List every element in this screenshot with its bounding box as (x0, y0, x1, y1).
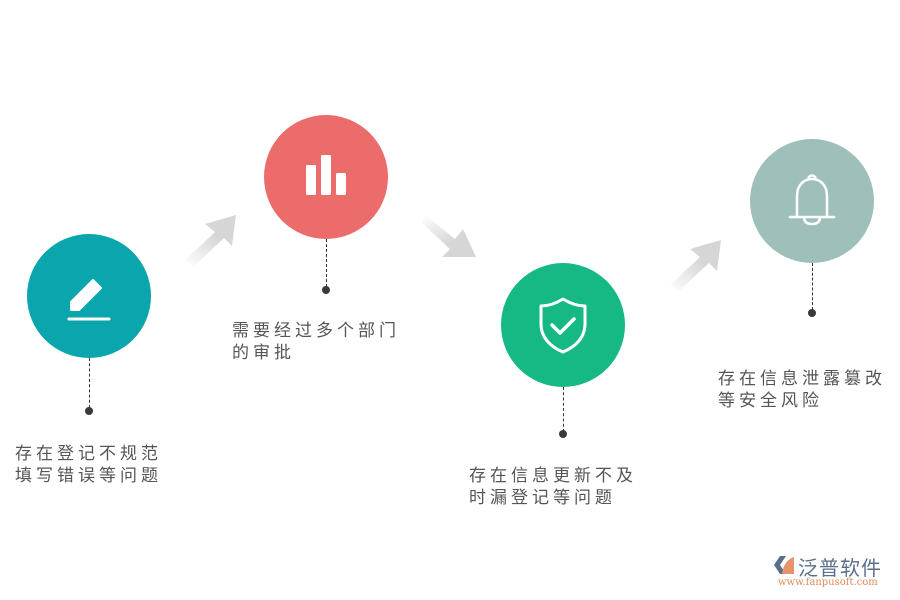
logo-url: www.fanpusoft.com (778, 577, 878, 588)
step-3-label: 存在信息更新不及 时漏登记等问题 (469, 466, 637, 508)
step-3-connector (563, 387, 564, 432)
logo-name: 泛普软件 (798, 556, 882, 580)
step-3-circle (501, 263, 625, 387)
bell-icon (788, 174, 836, 226)
pencil-icon (67, 279, 111, 321)
step-2-circle (264, 115, 388, 239)
logo-mark-icon (774, 556, 794, 574)
step-4-label: 存在信息泄露篡改 等安全风险 (718, 369, 886, 411)
step-4-connector (812, 263, 813, 310)
step-1-connector (89, 358, 90, 408)
step-1-dot (85, 407, 93, 415)
step-2-label: 需要经过多个部门 的审批 (232, 321, 400, 363)
step-4-circle (750, 139, 874, 263)
shield-check-icon (539, 297, 587, 354)
step-1-label: 存在登记不规范 填写错误等问题 (15, 444, 162, 486)
step-2-connector (326, 239, 327, 287)
step-4-dot (808, 309, 816, 317)
step-2-dot (322, 286, 330, 294)
bar-chart-icon (306, 155, 346, 195)
arrow-3-icon (670, 240, 721, 291)
arrow-2-icon (422, 215, 476, 257)
brand-logo: 泛普软件 www.fanpusoft.com (770, 552, 895, 597)
step-3-dot (559, 430, 567, 438)
step-1-circle (27, 234, 151, 358)
arrow-1-icon (185, 215, 236, 266)
